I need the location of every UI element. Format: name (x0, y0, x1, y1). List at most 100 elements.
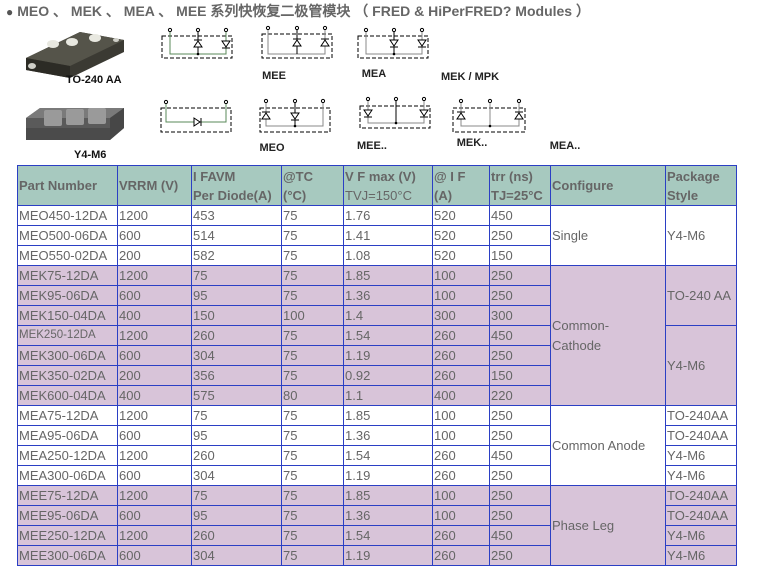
header-part-number: Part Number (17, 165, 118, 206)
trr-cell: 250 (489, 465, 551, 486)
part-number-cell: MEK350-02DA (17, 365, 118, 386)
trr-cell: 250 (489, 265, 551, 286)
header-configure: Configure (550, 165, 666, 206)
vrrm-cell: 1200 (117, 265, 192, 286)
mee-dual-circuit-diagram: MEE.. (258, 96, 387, 156)
tc-cell: 75 (281, 505, 344, 526)
vrrm-cell: 600 (117, 465, 192, 486)
configure-cell: Phase Leg (550, 485, 666, 566)
trr-cell: 300 (489, 305, 551, 326)
ifavm-cell: 304 (191, 465, 282, 486)
table-row: MEA75-12DA 1200 75 75 1.85 100 250 Commo… (17, 405, 737, 486)
mek-dual-schematic-icon (359, 96, 431, 129)
part-number-cell: MEO500-06DA (17, 225, 118, 246)
part-number-cell: MEE95-06DA (17, 505, 118, 526)
vrrm-cell: 600 (117, 225, 192, 246)
vf-cell: 0.92 (343, 365, 433, 386)
vrrm-cell: 600 (117, 545, 192, 566)
ifavm-cell: 356 (191, 365, 282, 386)
mek-mpk-schematic-icon (357, 27, 429, 59)
if-cell: 260 (432, 345, 490, 366)
vrrm-cell: 1200 (117, 445, 192, 466)
configure-cell: Single (550, 205, 666, 266)
tc-cell: 75 (281, 345, 344, 366)
tc-cell: 100 (281, 305, 344, 326)
trr-cell: 150 (489, 365, 551, 386)
trr-cell: 450 (489, 525, 551, 546)
table-row: MEK95-06DA 600 95 75 1.36 100 250 (17, 285, 737, 306)
vf-cell: 1.54 (343, 525, 433, 546)
part-number-cell: MEK300-06DA (17, 345, 118, 366)
if-cell: 100 (432, 505, 490, 526)
part-number-cell: MEK250-12DA (17, 325, 118, 346)
package-cell: Y4-M6 (665, 445, 737, 466)
tc-cell: 75 (281, 445, 344, 466)
part-number-cell: MEA250-12DA (17, 445, 118, 466)
mee-circuit-diagram: MEE (160, 26, 286, 86)
trr-cell: 450 (489, 205, 551, 226)
table-row: MEK250-12DA 1200 260 75 1.54 260 450 Y4-… (17, 325, 737, 406)
vrrm-cell: 200 (117, 245, 192, 266)
diagram-caption: MEA.. (549, 140, 581, 152)
ifavm-cell: 453 (191, 205, 282, 226)
ifavm-cell: 582 (191, 245, 282, 266)
tc-cell: 75 (281, 225, 344, 246)
mek-dual-circuit-diagram: MEK.. (358, 94, 487, 154)
if-cell: 100 (432, 285, 490, 306)
if-cell: 100 (432, 485, 490, 506)
to-240-aa-module: TO-240 AA (20, 22, 140, 88)
vrrm-cell: 1200 (117, 205, 192, 226)
if-cell: 260 (432, 325, 490, 346)
ifavm-cell: 575 (191, 385, 282, 406)
product-caption: Y4-M6 (74, 149, 107, 161)
part-number-cell: MEA75-12DA (17, 405, 118, 426)
mea-schematic-icon (261, 25, 333, 59)
ifavm-cell: 75 (191, 405, 282, 426)
meo-schematic-icon (160, 99, 232, 133)
ifavm-cell: 514 (191, 225, 282, 246)
package-cell: TO-240AA (665, 425, 737, 446)
tc-cell: 75 (281, 245, 344, 266)
package-cell: TO-240AA (665, 485, 737, 506)
mee-schematic-icon (161, 27, 233, 59)
y4-m6-module-image (26, 108, 124, 140)
vf-cell: 1.1 (343, 385, 433, 406)
vrrm-cell: 1200 (117, 525, 192, 546)
tc-cell: 75 (281, 525, 344, 546)
diagram-caption: MEK / MPK (440, 71, 500, 83)
table-row: MEK350-02DA 200 356 75 0.92 260 150 (17, 365, 737, 386)
table-row: MEE250-12DA 1200 260 75 1.54 260 450 Y4-… (17, 525, 737, 546)
package-cell: Y4-M6 (665, 325, 737, 406)
tc-cell: 75 (281, 425, 344, 446)
header-tc: @TC(°C) (281, 165, 344, 206)
ifavm-cell: 304 (191, 545, 282, 566)
part-number-cell: MEK150-04DA (17, 305, 118, 326)
table-row: MEE75-12DA 1200 75 75 1.85 100 250 Phase… (17, 485, 737, 566)
vf-cell: 1.19 (343, 465, 433, 486)
meo-circuit-diagram: MEO (158, 98, 285, 158)
part-number-cell: MEK75-12DA (17, 265, 118, 286)
part-number-cell: MEE300-06DA (17, 545, 118, 566)
trr-cell: 220 (489, 385, 551, 406)
tc-cell: 75 (281, 365, 344, 386)
table-row: MEK150-04DA 400 150 100 1.4 300 300 (17, 305, 737, 326)
vf-cell: 1.85 (343, 265, 433, 286)
if-cell: 260 (432, 445, 490, 466)
mea-dual-circuit-diagram: MEA.. (451, 96, 580, 156)
vf-cell: 1.36 (343, 425, 433, 446)
ifavm-cell: 75 (191, 265, 282, 286)
vrrm-cell: 1200 (117, 485, 192, 506)
package-cell: Y4-M6 (665, 205, 737, 266)
ifavm-cell: 150 (191, 305, 282, 326)
vf-cell: 1.54 (343, 325, 433, 346)
vrrm-cell: 400 (117, 305, 192, 326)
package-cell: TO-240AA (665, 405, 737, 426)
mek-mpk-circuit-diagram: MEK / MPK (356, 26, 499, 86)
part-number-cell: MEO550-02DA (17, 245, 118, 266)
if-cell: 260 (432, 465, 490, 486)
table-row: MEO550-02DA 200 582 75 1.08 520 150 (17, 245, 737, 266)
tc-cell: 80 (281, 385, 344, 406)
ifavm-cell: 95 (191, 425, 282, 446)
